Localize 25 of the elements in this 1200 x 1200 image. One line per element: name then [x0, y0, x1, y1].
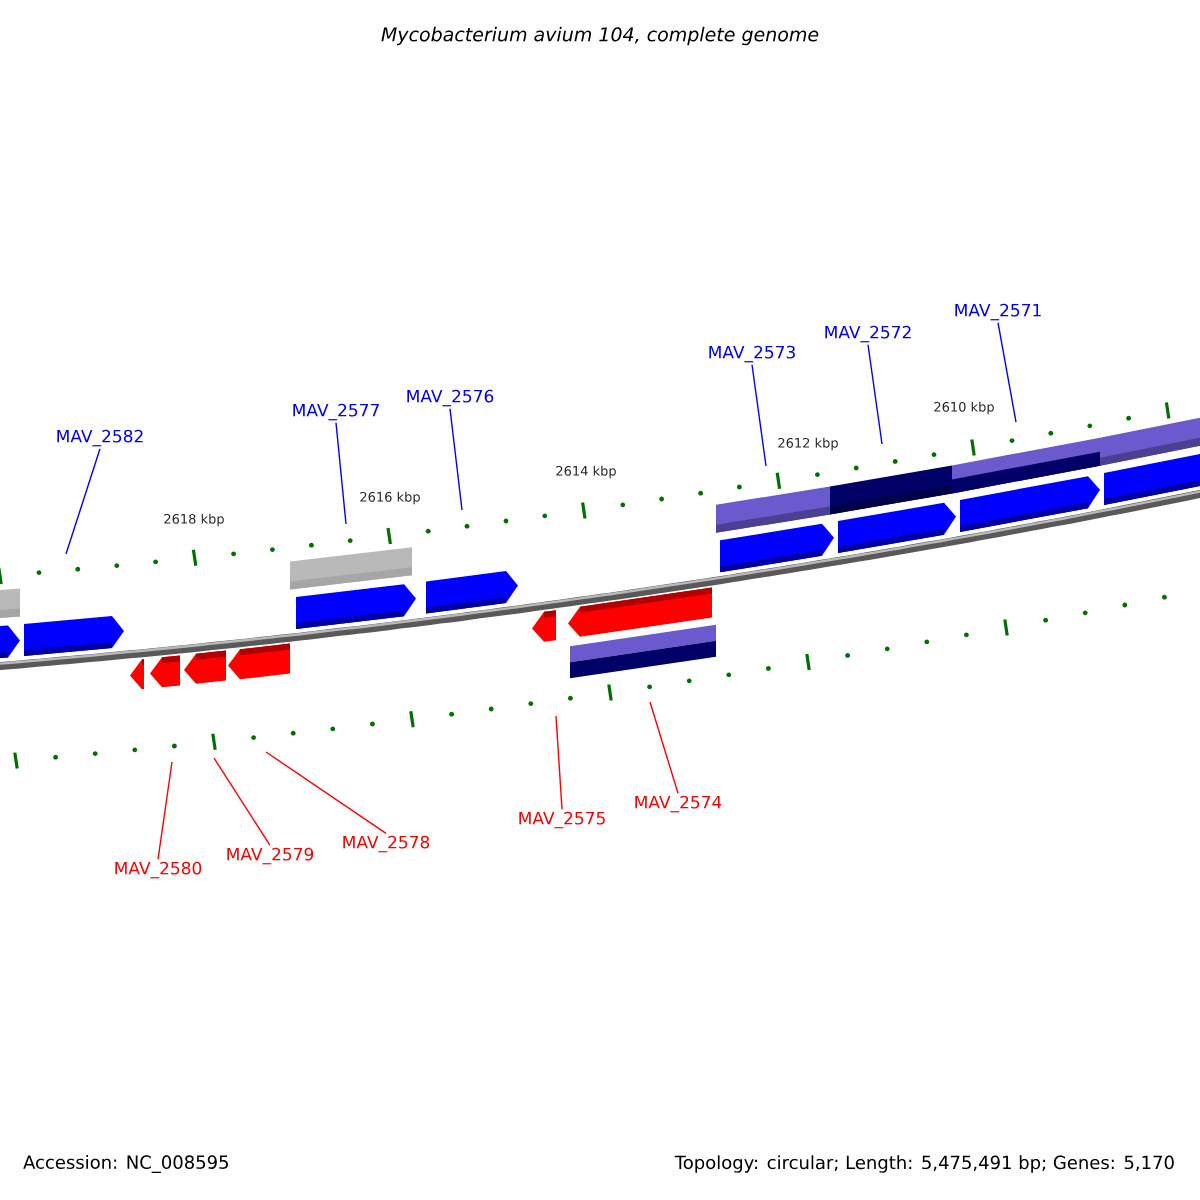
leader-line — [157, 761, 173, 860]
title: Mycobacterium avium 104, complete genome — [381, 26, 819, 46]
gene-label: MAV_2572 — [825, 325, 911, 343]
gene-label: MAV_2577 — [293, 403, 379, 421]
gene-label: MAV_2578 — [343, 835, 430, 853]
gene-label: MAV_2571 — [955, 303, 1041, 321]
accession-text: Accession: NC_008595 — [23, 1155, 228, 1173]
leader-line — [867, 344, 883, 445]
gene-label: MAV_2576 — [407, 389, 494, 407]
leader-line — [65, 448, 101, 555]
gene-label: MAV_2575 — [519, 811, 605, 829]
leader-line — [555, 715, 563, 810]
gene-label: MAV_2573 — [709, 345, 795, 363]
leader-line — [751, 364, 767, 467]
leader-line — [997, 322, 1017, 423]
leader-line — [213, 757, 271, 846]
leader-line — [335, 422, 347, 525]
leader-line — [649, 701, 679, 794]
leader-line — [265, 751, 387, 834]
genome-stats-text: Topology: circular; Length: 5,475,491 bp; Genes: 5,170 — [674, 1155, 1174, 1173]
gene-label: MAV_2574 — [635, 795, 722, 813]
gene-label: MAV_2579 — [227, 847, 314, 865]
gene-label: MAV_2582 — [57, 429, 143, 447]
leader-line — [449, 408, 463, 511]
gene-label: MAV_2580 — [115, 861, 202, 879]
